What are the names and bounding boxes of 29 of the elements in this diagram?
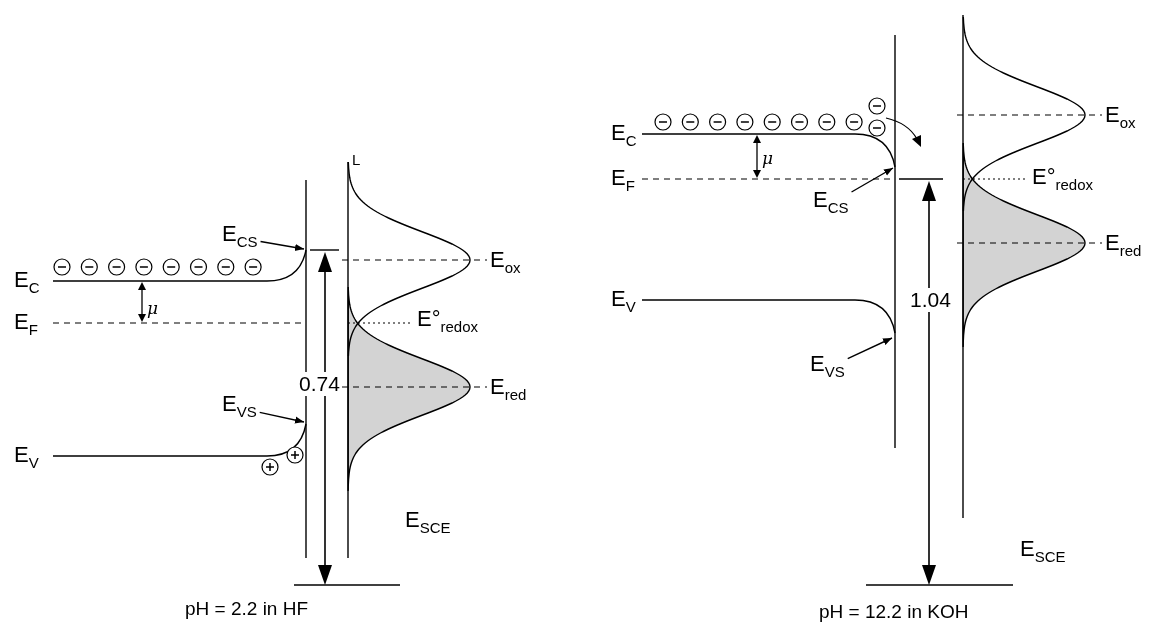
dimension-value: 0.74 — [299, 372, 340, 396]
level-label: L — [352, 150, 361, 170]
panel-caption: pH = 2.2 in HF — [185, 597, 309, 621]
level-label: E$_{F}$ — [14, 310, 38, 340]
level-label: E$_{CS}$ — [813, 188, 849, 220]
level-label: E$_{SCE}$ — [405, 508, 451, 538]
symbol-label: μ — [147, 297, 159, 320]
level-label: E$_{ox}$ — [490, 248, 521, 278]
level-label: E$_{CS}$ — [222, 222, 258, 254]
dimension-value: 1.04 — [910, 288, 951, 312]
level-label: E°$_{redox}$ — [1032, 165, 1093, 195]
level-label: E$_{VS}$ — [810, 352, 845, 384]
leader-line — [847, 337, 893, 360]
level-label: E°$_{redox}$ — [417, 307, 478, 337]
level-label: E$_{V}$ — [14, 443, 39, 473]
leader-line — [259, 411, 305, 424]
level-label: E$_{ox}$ — [1105, 103, 1136, 133]
level-label: E$_{F}$ — [611, 166, 635, 196]
level-label: E$_{C}$ — [611, 121, 637, 151]
leader-line — [850, 167, 894, 193]
level-label: E$_{C}$ — [14, 268, 40, 298]
level-label: E$_{V}$ — [611, 287, 636, 317]
level-label: E$_{SCE}$ — [1020, 537, 1066, 567]
level-label: E$_{red}$ — [1105, 231, 1142, 261]
leader-line — [259, 240, 305, 252]
panel-caption: pH = 12.2 in KOH — [819, 600, 969, 624]
level-label: E$_{red}$ — [490, 375, 527, 405]
level-label: E$_{VS}$ — [222, 392, 257, 424]
symbol-label: μ — [762, 147, 774, 170]
